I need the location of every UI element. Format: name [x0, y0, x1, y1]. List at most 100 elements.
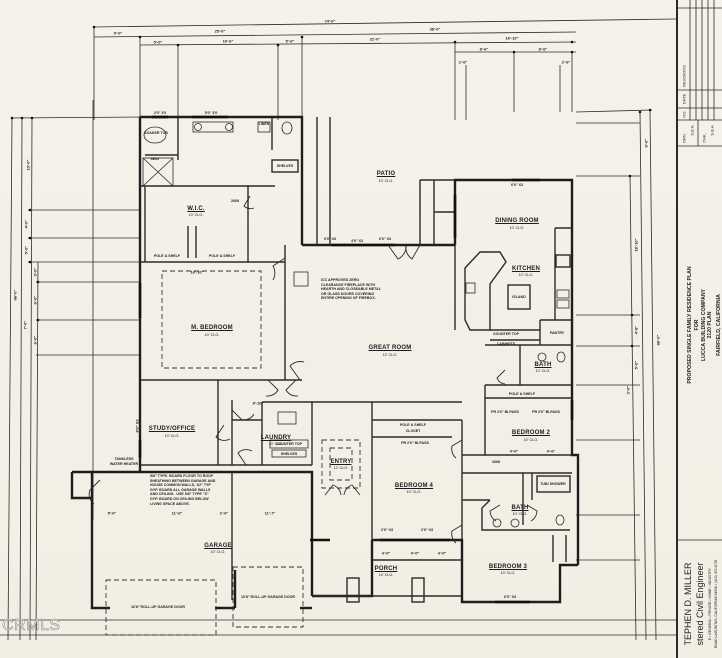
dimension-laundry: 8'-10" — [252, 400, 264, 406]
window-label-bed3: 6'0" X3 — [504, 595, 516, 599]
linen-label: LINEN — [258, 122, 270, 126]
drawn-label: DRN. — [681, 133, 687, 143]
pantry-label: PANTRY — [549, 331, 565, 335]
window-label-top-2: 5'0" 3'0 — [204, 111, 218, 115]
window-label-patio-2: 4'0" X3 — [351, 239, 363, 243]
pole-shelf-label-2: POLE & SHELF — [208, 254, 236, 258]
dimension-top-b: 25'-0" — [214, 28, 226, 34]
room-label-master-bedroom: M. BEDROOM — [191, 325, 233, 331]
room-ceiling-bath-2: 10' CLG. — [512, 512, 528, 516]
water-heater-label: WATER HEATER — [109, 462, 139, 466]
dimension-top-a: 9'-0" — [113, 30, 123, 36]
room-ceiling-wic: 10' CLG. — [188, 213, 204, 217]
checked-label: CHK. — [701, 133, 707, 143]
dimension-bed2-a: 4'-6" — [509, 448, 519, 454]
dimension-porch-c: 4'-0" — [437, 550, 447, 556]
door-label-2668-bed2: 2668 — [492, 460, 500, 464]
room-label-dining: DINING ROOM — [495, 218, 539, 224]
checked-value: S.B.A. — [709, 124, 715, 136]
room-ceiling-dining: 10' CLG. — [509, 226, 525, 230]
room-label-bath-2: BATH — [511, 505, 529, 511]
shelves-label: SHELVES — [276, 164, 294, 168]
dimension-left-overall: 66'-0" — [12, 289, 18, 301]
dimension-bed2-b: 4'-6" — [546, 448, 556, 454]
room-label-porch: PORCH — [374, 566, 398, 572]
room-ceiling-garage: 10' CLG. — [210, 550, 226, 554]
dimension-top-e: 16'-6" — [222, 38, 234, 44]
room-ceiling-bath-hall: 10' CLG. — [535, 369, 551, 373]
room-ceiling-porch: 10' CLG. — [378, 573, 394, 577]
dimension-left-d: 3'-0" — [32, 267, 38, 277]
dimension-top-g: 22'-0" — [369, 36, 381, 42]
drawn-value: S.B.A. — [689, 124, 695, 136]
dimension-right-d: 5'-0" — [633, 360, 639, 370]
room-label-kitchen: KITCHEN — [511, 266, 541, 272]
engineer-title: stered Civil Engineer — [695, 562, 705, 646]
dimension-top-c: 38'-0" — [429, 26, 441, 32]
dimension-right-e: 3'-0" — [625, 385, 631, 395]
room-label-bedroom-4: BEDROOM 4 — [394, 483, 434, 489]
dimension-right-a: 6'-0" — [643, 138, 649, 148]
room-label-bedroom-3: BEDROOM 3 — [488, 564, 528, 570]
tub-shower-label: TUB/ SHOWER — [540, 482, 566, 486]
title-block: REVISIONS DATE NO. DRN. S.B.A. CHK. S.B.… — [676, 0, 722, 658]
mls-watermark: CRMLS — [2, 617, 61, 635]
window-label-patio-3: 6'0" X3 — [379, 237, 391, 241]
room-ceiling-bedroom-3: 10' CLG. — [500, 571, 516, 575]
dimension-top-overall: 74'-0" — [324, 18, 336, 24]
dimension-left-a: 13'-0" — [25, 159, 31, 171]
window-label-dining: 6'0" X3 — [511, 183, 523, 187]
pole-shelf-label-bed2: POLE & SHELF — [508, 392, 536, 396]
counter-top-label-laundry: COUNTER TOP — [275, 442, 303, 446]
dimension-left-g: 6'-0" — [32, 335, 38, 345]
room-ceiling-bedroom-2: 10' CLG. — [523, 438, 539, 442]
garage-wall-note: 5/8" TYPE. BOARD FLOOR TO ROOF SHEATHING… — [150, 474, 216, 506]
dimension-top-h: 16'-10" — [505, 35, 519, 41]
engineer-line-3: ROAD LAGUNITAS, CALIFORNIA 94938 • (415)… — [714, 559, 718, 649]
dimension-mbed-top: 16'-10" — [190, 269, 204, 275]
room-ceiling-great-room: 12' CLG. — [382, 353, 398, 357]
dimension-garage-d: 11'-7" — [264, 510, 276, 516]
date-header: DATE — [681, 93, 687, 105]
window-label-patio-1: 6'0" X3 — [324, 237, 336, 241]
plan-name: 3120 PLAN — [707, 311, 713, 339]
dimension-top-j: 8'-6" — [538, 46, 548, 52]
shelves-label-laundry: SHELVES — [280, 452, 298, 456]
room-label-bath-hall: BATH — [534, 362, 552, 368]
dimension-left-e: 6'-0" — [32, 295, 38, 305]
bipass-label-bed4: PR 2'6" BI-PASS — [401, 441, 429, 445]
room-label-wic: W.I.C. — [187, 206, 205, 212]
cabinets-label-kitchen: CABINETS — [496, 342, 516, 346]
engineer-name: TEPHEN D. MILLER — [683, 562, 693, 646]
dimension-top-i: 8'-6" — [479, 46, 489, 52]
dimension-right-c: 4'-8" — [633, 325, 639, 335]
room-ceiling-bedroom-4: 10' CLG. — [406, 490, 422, 494]
closet-label-bed4: CLOSET — [405, 429, 421, 433]
window-label-top-1: 2'0" 3'0 — [153, 111, 167, 115]
dimension-right-overall: 66'-0" — [655, 334, 661, 346]
dimension-study-window: 4'0" X3 — [134, 419, 140, 433]
bipass-label-bed2-right: PR 2'6" BI-PASS — [532, 410, 560, 414]
engineer-line-2: E • GENERAL • PRIVATE • HOME • INDUSTRY — [708, 567, 712, 641]
room-ceiling-laundry: 10' CLG. — [268, 442, 284, 446]
tankless-label: TANKLESS — [114, 457, 134, 461]
room-label-patio: PATIO — [376, 171, 396, 177]
room-ceiling-kitchen: 10' CLG. — [518, 273, 534, 277]
room-ceiling-entry: 12' CLG. — [333, 466, 349, 470]
room-ceiling-study-office: 10' CLG. — [164, 434, 180, 438]
plan-location: FAIRFIELD, CALIFORNIA — [716, 294, 722, 356]
dimension-top-f: 5'-6" — [285, 38, 295, 44]
room-label-entry: ENTRY — [330, 459, 352, 465]
window-label-porch-1: 2'0" X3 — [381, 528, 393, 532]
pole-shelf-label-bed4: POLE & SHELF — [399, 423, 427, 427]
dimension-top-d: 5'-0" — [153, 39, 163, 45]
plan-for: FOR — [694, 319, 700, 331]
dimension-left-f: 7'-0" — [22, 320, 28, 330]
dimension-top-k: 2'-6" — [458, 59, 468, 65]
dimension-left-c: 5'-0" — [23, 245, 29, 255]
seat-label: SEAT — [150, 157, 160, 161]
dimension-right-b: 18'-10" — [633, 238, 639, 252]
door-label-2668: 2668 — [231, 199, 239, 203]
room-ceiling-master-bedroom: 10' CLG. — [204, 333, 220, 337]
